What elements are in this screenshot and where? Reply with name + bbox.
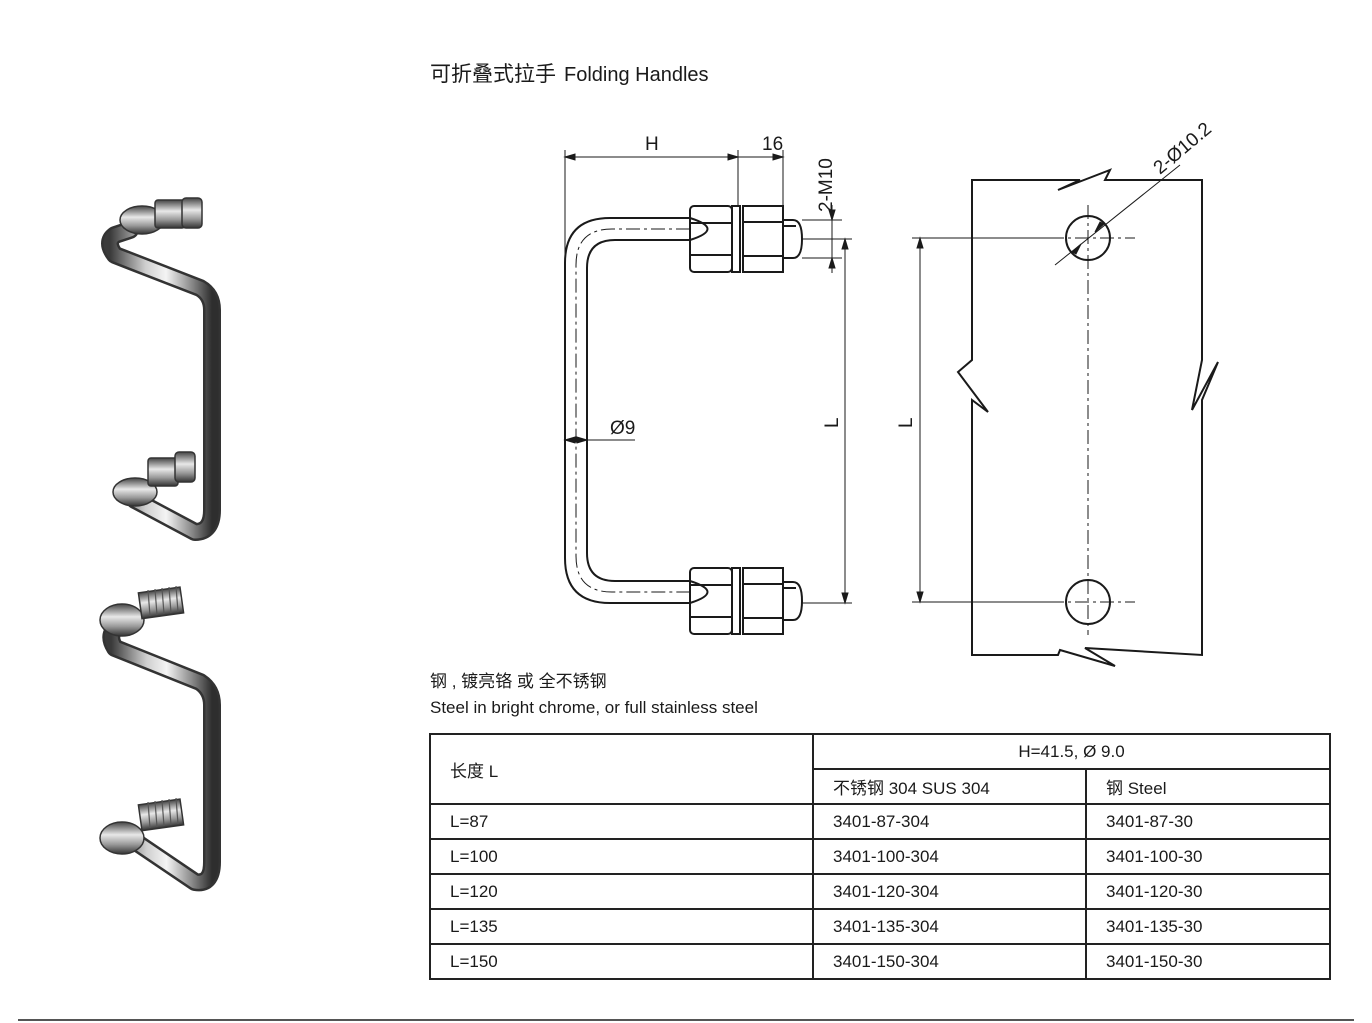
table-row: L=100 3401-100-304 3401-100-30 [429,838,1331,875]
handle-photo-threaded [99,585,221,892]
handle-outline [564,217,690,604]
handle-photo-nuts [101,197,221,541]
dim-l-plate-label: L [896,417,917,428]
table-row: L=87 3401-87-304 3401-87-30 [429,803,1331,840]
cell-length: L=150 [429,943,814,980]
material-chinese: 钢 , 镀亮铬 或 全不锈钢 [430,672,607,691]
cell-stainless: 3401-87-304 [812,803,1087,840]
header-group: H=41.5, Ø 9.0 [812,733,1331,770]
cell-stainless: 3401-120-304 [812,873,1087,910]
table-subheader-row: 不锈钢 304 SUS 304 钢 Steel [430,768,1331,805]
title-chinese: 可折叠式拉手 [430,63,556,86]
table-row: L=135 3401-135-304 3401-135-30 [429,908,1331,945]
header-length: 长度 L [429,733,814,805]
plate-outline [956,168,1219,667]
table-row: L=120 3401-120-304 3401-120-30 [429,873,1331,910]
dim-l-handle-label: L [822,417,843,428]
cell-length: L=100 [429,838,814,875]
header-stainless: 不锈钢 304 SUS 304 [812,768,1087,805]
cell-length: L=120 [429,873,814,910]
cell-steel: 3401-87-30 [1085,803,1331,840]
table-header-row: 长度 L H=41.5, Ø 9.0 [429,733,1331,805]
cell-length: L=135 [429,908,814,945]
material-description: 钢 , 镀亮铬 或 全不锈钢 Steel in bright chrome, o… [430,669,758,721]
cell-stainless: 3401-135-304 [812,908,1087,945]
technical-drawing: H 16 2-M10 Ø9 L L 2-Ø10.2 [563,119,1219,667]
product-photos [99,197,221,892]
dim-thread-label: 2-M10 [816,158,837,212]
dim-16-label: 16 [762,134,783,155]
handle-inner-outline [586,239,690,582]
page-title: 可折叠式拉手 Folding Handles [430,58,709,88]
lower-hardware [689,567,804,635]
cell-steel: 3401-120-30 [1085,873,1331,910]
cell-steel: 3401-100-30 [1085,838,1331,875]
cell-stainless: 3401-150-304 [812,943,1087,980]
cell-steel: 3401-150-30 [1085,943,1331,980]
dim-diameter-label: Ø9 [610,418,635,439]
header-steel: 钢 Steel [1085,768,1331,805]
dim-h-label: H [645,134,659,155]
title-english: Folding Handles [564,64,709,86]
spec-table: 长度 L H=41.5, Ø 9.0 不锈钢 304 SUS 304 钢 Ste… [429,733,1331,980]
material-english: Steel in bright chrome, or full stainles… [430,698,758,717]
cell-steel: 3401-135-30 [1085,908,1331,945]
upper-hardware [689,205,804,273]
cell-length: L=87 [429,803,814,840]
table-row: L=150 3401-150-304 3401-150-30 [429,943,1331,980]
bottom-divider [18,1019,1354,1021]
dim-holes-label: 2-Ø10.2 [1150,119,1216,179]
cell-stainless: 3401-100-304 [812,838,1087,875]
